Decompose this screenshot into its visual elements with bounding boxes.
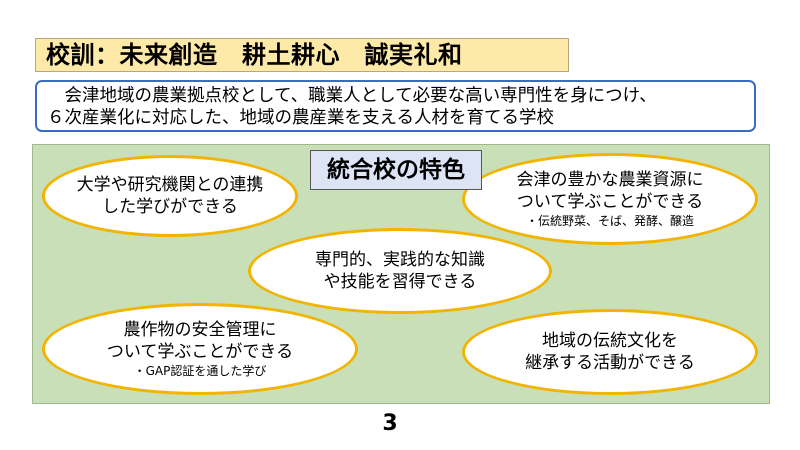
- feature-agricultural-resources: 会津の豊かな農業資源に ついて学ぶことができる ・伝統野菜、そば、発酵、醸造: [462, 153, 758, 245]
- feature-note: ・伝統野菜、そば、発酵、醸造: [525, 214, 694, 228]
- feature-text: 農作物の安全管理に: [123, 320, 277, 340]
- school-motto: 校訓：未来創造 耕土耕心 誠実礼和: [35, 38, 569, 72]
- mission-line-2: ６次産業化に対応した、地域の農産業を支える人材を育てる学校: [47, 108, 554, 128]
- features-title: 統合校の特色: [310, 150, 482, 190]
- feature-text: 大学や研究機関との連携: [76, 175, 264, 195]
- feature-text: ついて学ぶことができる: [516, 192, 704, 212]
- feature-practical-skills: 専門的、実践的な知識 や技能を習得できる: [248, 228, 552, 314]
- feature-text: 地域の伝統文化を: [542, 331, 678, 351]
- mission-line-1: 会津地域の農業拠点校として、職業人として必要な高い専門性を身につけ、: [47, 86, 657, 106]
- mission-statement: 会津地域の農業拠点校として、職業人として必要な高い専門性を身につけ、 ６次産業化…: [35, 80, 756, 132]
- feature-food-safety: 農作物の安全管理に ついて学ぶことができる ・GAP認証を通した学び: [42, 303, 358, 395]
- feature-text: ついて学ぶことができる: [106, 342, 294, 362]
- feature-text: 継承する活動ができる: [525, 353, 695, 373]
- feature-traditional-culture: 地域の伝統文化を 継承する活動ができる: [462, 309, 758, 395]
- feature-text: 会津の豊かな農業資源に: [516, 170, 704, 190]
- feature-text: や技能を習得できる: [323, 272, 477, 292]
- page-number: 3: [382, 411, 398, 436]
- feature-text: した学びができる: [102, 197, 238, 217]
- feature-text: 専門的、実践的な知識: [315, 250, 485, 270]
- feature-university-collaboration: 大学や研究機関との連携 した学びができる: [42, 155, 298, 237]
- feature-note: ・GAP認証を通した学び: [133, 364, 267, 378]
